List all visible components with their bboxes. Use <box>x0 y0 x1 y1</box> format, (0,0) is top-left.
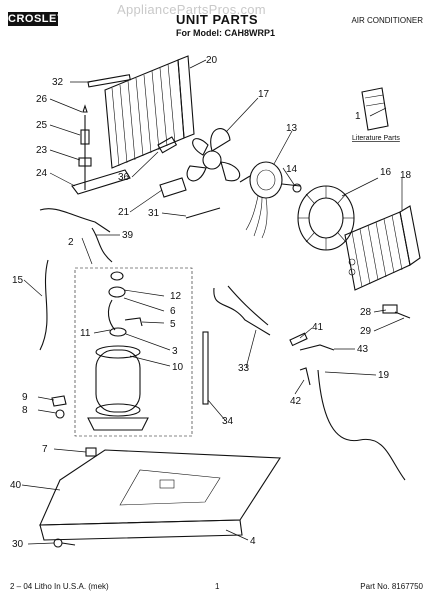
callout-1: 1 <box>355 111 361 122</box>
callout-16: 16 <box>380 167 392 178</box>
page-header: CROSLEY AppliancePartsPros.com UNIT PART… <box>0 0 435 48</box>
discharge-tube <box>213 287 271 336</box>
callout-36: 36 <box>118 172 130 183</box>
callout-41: 41 <box>312 322 324 333</box>
mount-grommet <box>55 409 65 419</box>
callout-19: 19 <box>378 370 390 381</box>
callout-20: 20 <box>206 55 218 66</box>
suction-tube <box>227 285 269 326</box>
callout-10: 10 <box>172 362 184 373</box>
callout-numbers: 1 2 3 4 5 6 7 8 9 10 11 12 13 14 15 16 1… <box>10 55 412 550</box>
callout-7: 7 <box>42 444 48 455</box>
page-title: UNIT PARTS <box>176 12 259 27</box>
callout-39: 39 <box>122 230 134 241</box>
footer-page-number: 1 <box>215 582 220 591</box>
callout-30: 30 <box>12 539 24 550</box>
mounting-washer <box>51 395 67 407</box>
tube-elbow <box>299 367 311 386</box>
callout-31: 31 <box>148 208 160 219</box>
terminal-cover <box>110 271 124 281</box>
callout-40: 40 <box>10 480 22 491</box>
callout-33: 33 <box>238 363 250 374</box>
callout-4: 4 <box>250 536 256 547</box>
callout-32: 32 <box>52 77 64 88</box>
callout-21: 21 <box>118 207 130 218</box>
callout-3: 3 <box>172 346 178 357</box>
literature-booklet <box>361 87 389 131</box>
grommet <box>109 327 127 337</box>
callout-26: 26 <box>36 94 48 105</box>
callout-5: 5 <box>170 319 176 330</box>
watermark: AppliancePartsPros.com <box>117 2 266 17</box>
model-line: For Model: CAH8WRP1 <box>176 28 275 38</box>
callout-29: 29 <box>360 326 372 337</box>
connector-fitting <box>289 332 308 347</box>
leader-lines <box>21 59 405 545</box>
sensor-clip <box>394 311 411 319</box>
condenser-coil <box>104 55 195 169</box>
brand-logo: CROSLEY <box>8 12 65 26</box>
insulation-tube <box>202 331 209 405</box>
overload-protector <box>108 286 126 298</box>
wiring-harness <box>91 227 113 263</box>
callout-25: 25 <box>36 120 48 131</box>
bracket-small <box>157 136 178 154</box>
callout-24: 24 <box>36 168 48 179</box>
power-cord <box>39 259 49 351</box>
callout-9: 9 <box>22 392 28 403</box>
footer-litho: 2 – 04 Litho In U.S.A. (mek) <box>10 582 109 591</box>
thermistor-assembly <box>78 104 92 190</box>
screw-rod <box>185 207 221 219</box>
compressor <box>87 345 149 431</box>
drain-hose <box>317 369 406 481</box>
tube-fitting <box>299 344 335 351</box>
callout-6: 6 <box>170 306 176 317</box>
blower-wheel <box>297 185 355 251</box>
callout-17: 17 <box>258 89 270 100</box>
callout-2: 2 <box>68 237 74 248</box>
callout-34: 34 <box>222 416 234 427</box>
top-seal-strip <box>87 74 131 88</box>
callout-14: 14 <box>286 164 298 175</box>
fan-nut <box>292 183 302 193</box>
capillary-line <box>39 208 111 233</box>
callout-42: 42 <box>290 396 302 407</box>
evaporator-coil <box>344 205 421 291</box>
wire-clip <box>124 317 143 327</box>
retainer-clip <box>107 299 116 331</box>
base-pan <box>39 449 281 541</box>
callout-15: 15 <box>12 275 24 286</box>
callout-43: 43 <box>357 344 369 355</box>
screw <box>53 538 63 548</box>
compressor-group-outline <box>74 267 193 437</box>
mounting-nut <box>85 447 97 457</box>
mounting-pad <box>159 177 187 198</box>
screw-shank <box>61 542 76 546</box>
drain-strip <box>71 169 131 195</box>
condenser-fan-blade <box>186 128 241 182</box>
callout-8: 8 <box>22 405 28 416</box>
literature-parts-label: Literature Parts <box>352 135 400 142</box>
callout-23: 23 <box>36 145 48 156</box>
fan-motor <box>239 161 301 239</box>
callout-18: 18 <box>400 170 412 181</box>
category-label: AIR CONDITIONER <box>351 16 423 25</box>
callout-12: 12 <box>170 291 182 302</box>
callout-28: 28 <box>360 307 372 318</box>
footer-part-number: Part No. 8167750 <box>360 582 423 591</box>
freeze-sensor <box>382 304 398 314</box>
callout-11: 11 <box>80 328 91 339</box>
callout-13: 13 <box>286 123 298 134</box>
